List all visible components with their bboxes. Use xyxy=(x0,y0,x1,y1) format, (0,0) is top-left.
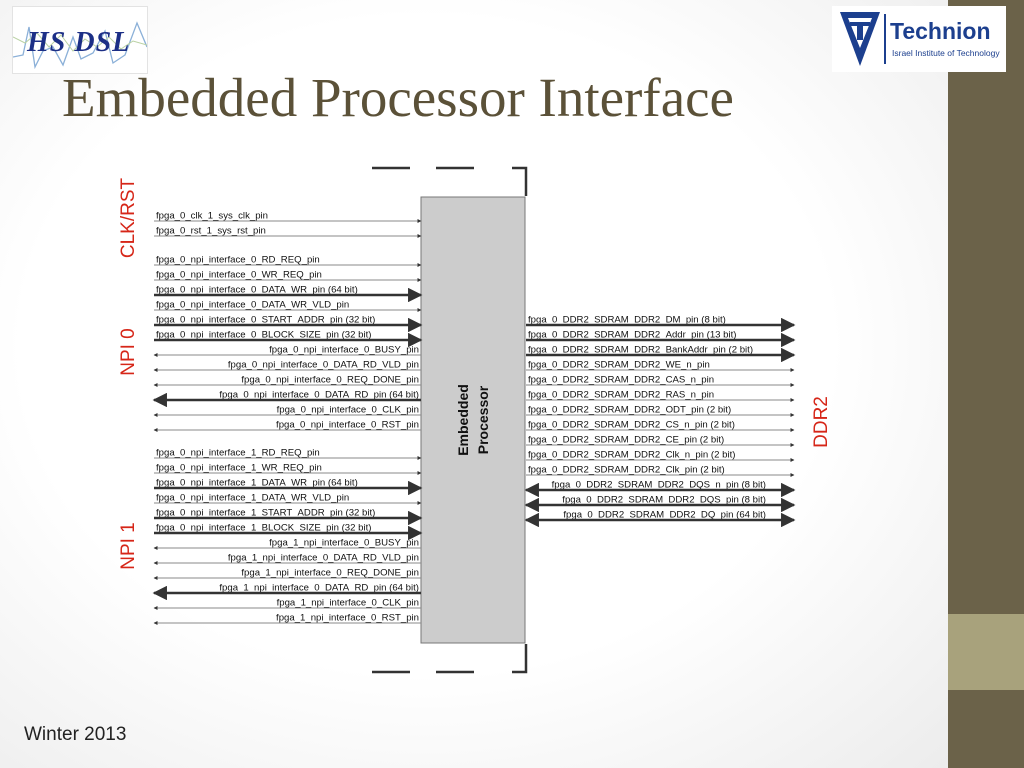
signal-label: fpga_0_DDR2_SDRAM_DDR2_CE_pin (2 bit) xyxy=(528,435,724,446)
group-label-clk-rst: CLK/RST xyxy=(118,177,139,258)
processor-label-line1: Embedded xyxy=(455,384,471,456)
signal-label: fpga_0_npi_interface_0_RD_REQ_pin xyxy=(156,255,320,266)
embedded-processor-box xyxy=(420,196,526,644)
technion-name: Technion xyxy=(890,18,991,44)
signal-label: fpga_0_npi_interface_0_DATA_RD_VLD_pin xyxy=(228,360,419,371)
interface-diagram: Embedded Processor CLK/RST NPI 0 NPI 1 D… xyxy=(118,166,832,674)
signal-label: fpga_0_npi_interface_0_BLOCK_SIZE_pin (3… xyxy=(156,330,371,341)
signal-label: fpga_0_DDR2_SDRAM_DDR2_CS_n_pin (2 bit) xyxy=(528,420,735,431)
signal-label: fpga_1_npi_interface_0_DATA_RD_pin (64 b… xyxy=(219,583,419,594)
signal-label: fpga_0_npi_interface_1_RD_REQ_pin xyxy=(156,448,320,459)
logo-left-text: HS DSL xyxy=(27,27,131,58)
slide-title: Embedded Processor Interface xyxy=(62,67,734,128)
signal-label: fpga_0_npi_interface_0_CLK_pin xyxy=(277,405,419,416)
signal-label: fpga_0_npi_interface_0_REQ_DONE_pin xyxy=(241,375,419,386)
signal-label: fpga_0_DDR2_SDRAM_DDR2_ODT_pin (2 bit) xyxy=(528,405,731,416)
signal-label: fpga_1_npi_interface_0_BUSY_pin xyxy=(269,538,419,549)
signal-label: fpga_0_npi_interface_1_DATA_WR_VLD_pin xyxy=(156,493,349,504)
signal-label: fpga_1_npi_interface_0_CLK_pin xyxy=(277,598,419,609)
signal-label: fpga_1_npi_interface_0_RST_pin xyxy=(276,613,419,624)
signal-label: fpga_0_npi_interface_0_START_ADDR_pin (3… xyxy=(156,315,375,326)
technion-logo: Technion Israel Institute of Technology xyxy=(832,6,1006,72)
signal-label: fpga_0_clk_1_sys_clk_pin xyxy=(156,211,268,222)
technion-subtitle: Israel Institute of Technology xyxy=(892,48,1000,58)
technion-emblem-icon xyxy=(840,12,880,66)
signal-label: fpga_1_npi_interface_0_DATA_RD_VLD_pin xyxy=(228,553,419,564)
signal-label: fpga_0_npi_interface_0_RST_pin xyxy=(276,420,419,431)
signal-label: fpga_0_npi_interface_0_DATA_WR_VLD_pin xyxy=(156,300,349,311)
signal-label: fpga_0_npi_interface_1_START_ADDR_pin (3… xyxy=(156,508,375,519)
signal-label: fpga_0_DDR2_SDRAM_DDR2_WE_n_pin xyxy=(528,360,710,371)
signal-label: fpga_0_npi_interface_0_DATA_RD_pin (64 b… xyxy=(219,390,419,401)
signal-label: fpga_0_DDR2_SDRAM_DDR2_DM_pin (8 bit) xyxy=(528,315,726,326)
group-label-npi-0: NPI 0 xyxy=(118,328,139,376)
footer-date: Winter 2013 xyxy=(24,724,127,745)
side-band-accent xyxy=(948,614,1024,690)
signal-label: fpga_0_DDR2_SDRAM_DDR2_Clk_n_pin (2 bit) xyxy=(528,450,735,461)
right-signal-lines: fpga_0_DDR2_SDRAM_DDR2_DM_pin (8 bit) fpg… xyxy=(524,315,796,528)
signal-label: fpga_0_npi_interface_1_BLOCK_SIZE_pin (3… xyxy=(156,523,371,534)
signal-label: fpga_0_npi_interface_0_WR_REQ_pin xyxy=(156,270,322,281)
signal-label: fpga_0_npi_interface_1_WR_REQ_pin xyxy=(156,463,322,474)
signal-label: fpga_0_DDR2_SDRAM_DDR2_BankAddr_pin (2 b… xyxy=(528,345,753,356)
signal-label: fpga_0_npi_interface_0_BUSY_pin xyxy=(269,345,419,356)
signal-label: fpga_0_DDR2_SDRAM_DDR2_CAS_n_pin xyxy=(528,375,714,386)
signal-label: fpga_0_rst_1_sys_rst_pin xyxy=(156,226,266,237)
hs-dsl-logo: HS DSL xyxy=(12,6,148,74)
signal-label: fpga_0_DDR2_SDRAM_DDR2_Addr_pin (13 bit) xyxy=(528,330,737,341)
processor-bracket xyxy=(372,166,528,674)
group-label-ddr2: DDR2 xyxy=(811,396,832,448)
logo-waveform xyxy=(13,21,147,70)
signal-label: fpga_0_npi_interface_0_DATA_WR_pin (64 b… xyxy=(156,285,358,296)
left-signal-lines: fpga_0_clk_1_sys_clk_pin fpga_0_rst_1_sys… xyxy=(152,211,423,625)
signal-label: fpga_0_DDR2_SDRAM_DDR2_RAS_n_pin xyxy=(528,390,714,401)
signal-label: fpga_0_npi_interface_1_DATA_WR_pin (64 b… xyxy=(156,478,358,489)
processor-label-line2: Processor xyxy=(475,385,491,454)
group-label-npi-1: NPI 1 xyxy=(118,522,139,570)
signal-label: fpga_1_npi_interface_0_REQ_DONE_pin xyxy=(241,568,419,579)
signal-label: fpga_0_DDR2_SDRAM_DDR2_Clk_pin (2 bit) xyxy=(528,465,725,476)
